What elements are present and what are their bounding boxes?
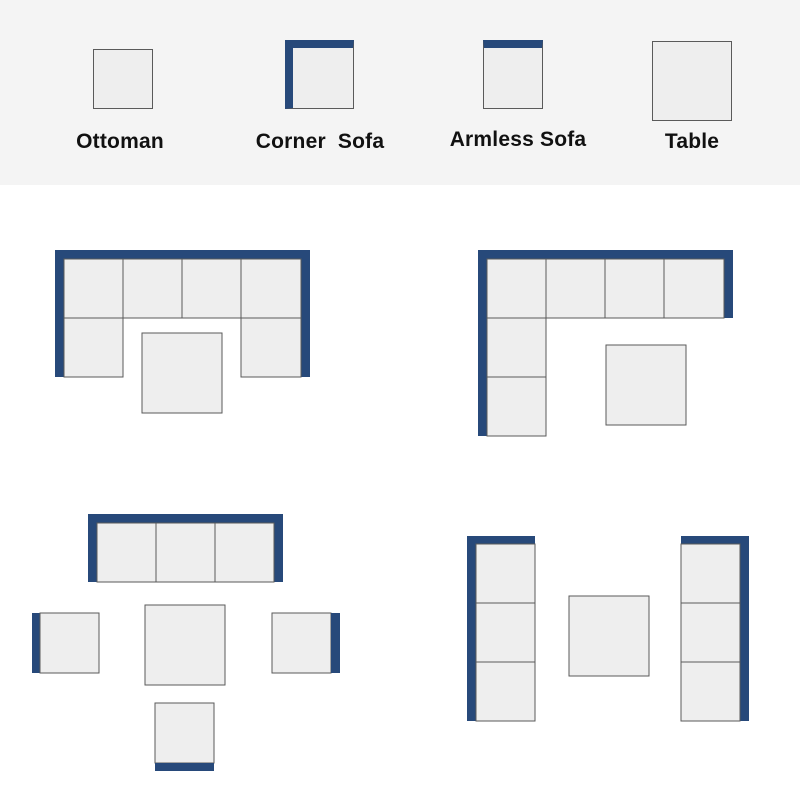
frame-left-side: [467, 536, 476, 721]
ottoman-piece: [93, 49, 153, 109]
coffee-table: [144, 604, 226, 686]
frame-right-arm: [274, 514, 283, 582]
ottoman-label: Ottoman: [76, 130, 164, 153]
coffee-table: [605, 344, 687, 426]
seat: [680, 543, 741, 604]
seat: [181, 258, 242, 319]
chair-left-arm: [32, 613, 40, 673]
frame-right-arm: [301, 250, 310, 377]
seat: [475, 602, 536, 663]
seat: [545, 258, 606, 319]
frame-back: [88, 514, 283, 523]
table-label: Table: [664, 130, 720, 153]
seat: [63, 258, 124, 319]
seat: [680, 602, 741, 663]
chair-right-arm: [331, 613, 340, 673]
frame-left-arm: [88, 514, 97, 582]
chair-left: [39, 612, 100, 674]
seat: [240, 317, 302, 378]
seat: [604, 258, 665, 319]
seat: [122, 258, 183, 319]
seat: [214, 522, 275, 583]
coffee-table: [141, 332, 223, 414]
seat: [486, 317, 547, 378]
corner-sofa-piece: [285, 40, 354, 109]
frame-left-arm: [478, 250, 487, 436]
layout-bottom-left: [32, 514, 340, 771]
chair-bottom: [154, 702, 215, 764]
seat: [486, 258, 547, 319]
seat: [96, 522, 157, 583]
frame-back: [478, 250, 733, 259]
chair-right: [271, 612, 332, 674]
seat: [240, 258, 302, 319]
seat: [155, 522, 216, 583]
seat: [486, 376, 547, 437]
layout-top-left: [55, 250, 310, 414]
armless-sofa-label: Armless Sofa: [449, 128, 587, 151]
layout-bottom-right: [467, 536, 749, 722]
frame-right-arm: [724, 250, 733, 318]
seat: [63, 317, 124, 378]
frame-back: [55, 250, 310, 259]
seat: [475, 661, 536, 722]
frame-left-back: [467, 536, 535, 544]
coffee-table: [568, 595, 650, 677]
seat: [680, 661, 741, 722]
layout-top-right: [478, 250, 733, 437]
corner-sofa-label: Corner Sofa: [255, 130, 385, 153]
frame-right-side: [740, 536, 749, 721]
seat: [475, 543, 536, 604]
chair-bottom-back: [155, 763, 214, 771]
frame-right-back: [681, 536, 749, 544]
table-piece: [652, 41, 732, 121]
armless-sofa-piece: [483, 40, 543, 109]
frame-left-arm: [55, 250, 64, 377]
seat: [663, 258, 725, 319]
